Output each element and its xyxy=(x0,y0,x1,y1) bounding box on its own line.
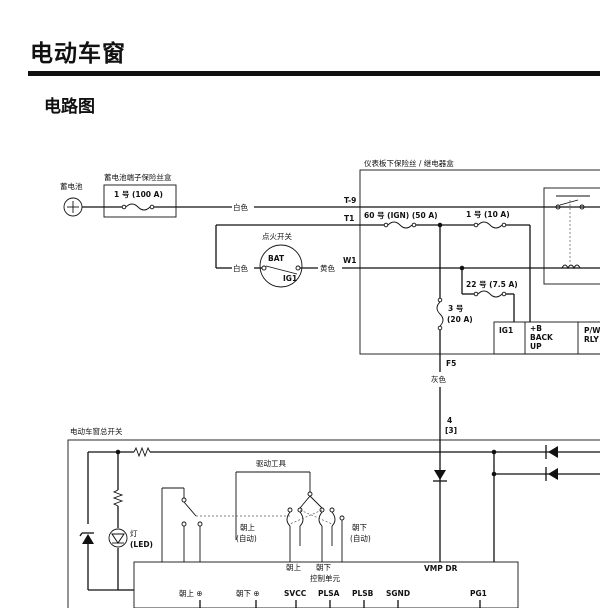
drive-tool-label: 驱动工具 xyxy=(256,458,286,468)
lamp-label-1: 灯 xyxy=(130,528,138,538)
ignition-bat-label: BAT xyxy=(268,254,285,263)
master-switch-box xyxy=(67,439,600,608)
ctrl-up-label: 朝上 xyxy=(286,563,301,572)
block-pw-2: RLY xyxy=(584,335,599,344)
terminal-f5: F5 xyxy=(446,359,456,368)
block-back-2: BACK xyxy=(530,333,554,342)
ignition-ig1-label: IG1 xyxy=(283,274,297,283)
dash-fuse-relay-box xyxy=(359,169,600,355)
control-unit xyxy=(133,561,519,608)
lamp-led-symbol xyxy=(108,528,128,548)
pin-plsb: PLSB xyxy=(352,589,374,598)
ignition-switch-label: 点火开关 xyxy=(262,231,292,241)
wire-yellow-label: 黄色 xyxy=(320,263,335,273)
fuse-1-10-symbol xyxy=(473,221,507,229)
battery-symbol xyxy=(63,197,83,217)
fuse-22-symbol xyxy=(473,290,507,298)
battery-fuse-box xyxy=(103,184,177,218)
resistor-top xyxy=(133,446,151,458)
down-auto-label-2: (自动) xyxy=(350,533,371,543)
page-subtitle: 电路图 xyxy=(44,97,95,117)
fuse-main-symbol xyxy=(121,203,155,211)
ctrl-unit-label: 控制单元 xyxy=(310,573,340,583)
vmp-dr-label: VMP DR xyxy=(424,564,458,573)
diode-symbol xyxy=(433,470,447,482)
fuse-60-label: 60 号 (IGN) (50 A) xyxy=(364,211,438,220)
terminal-t9: T-9 xyxy=(344,196,356,205)
wire-white-label-2: 白色 xyxy=(233,263,248,273)
fuse-60-symbol xyxy=(383,221,417,229)
block-back-3: UP xyxy=(530,342,542,351)
fuse-22-label: 22 号 (7.5 A) xyxy=(466,280,518,289)
terminal-t1: T1 xyxy=(344,214,354,223)
fuse-3-symbol xyxy=(436,297,444,331)
fuse-3-label-2: (20 A) xyxy=(447,315,473,324)
block-ig1: IG1 xyxy=(499,326,513,335)
pin-sgnd: SGND xyxy=(386,589,410,598)
wire-gray-label: 灰色 xyxy=(431,374,446,384)
battery-label: 蓄电池 xyxy=(60,181,83,191)
pin-up: 朝上 ⊕ xyxy=(179,589,203,598)
ctrl-down-label: 朝下 xyxy=(316,563,331,572)
diode-right-2 xyxy=(545,467,558,481)
resistor-lamp xyxy=(112,489,124,507)
wire-white-label-1: 白色 xyxy=(233,202,248,212)
down-auto-label-1: 朝下 xyxy=(352,523,367,532)
master-switch-label: 电动车窗总开关 xyxy=(70,426,123,436)
block-pw-1: P/W xyxy=(584,326,600,335)
lamp-label-2: (LED) xyxy=(130,540,153,549)
pin-plsa: PLSA xyxy=(318,589,340,598)
control-block xyxy=(493,321,600,355)
pin-svcc: SVCC xyxy=(284,589,307,598)
block-back-1: +B xyxy=(530,324,542,333)
ignition-switch xyxy=(259,244,303,288)
relay-coil xyxy=(561,264,581,270)
fuse-main-label: 1 号 (100 A) xyxy=(114,190,163,199)
zener-diode xyxy=(79,532,94,544)
fuse-1-10-label: 1 号 (10 A) xyxy=(466,210,510,219)
terminal-w1: W1 xyxy=(343,256,357,265)
up-auto-label-1: 朝上 xyxy=(240,523,255,532)
pin-pg1: PG1 xyxy=(470,589,487,598)
connector-label-2: [3] xyxy=(445,426,457,435)
diode-right-1 xyxy=(545,445,558,459)
up-auto-label-2: (自动) xyxy=(236,533,257,543)
fuse-3-label-1: 3 号 xyxy=(448,304,464,313)
title-rule xyxy=(28,71,600,76)
pin-down: 朝下 ⊕ xyxy=(236,589,260,598)
connector-label-1: 4 xyxy=(447,416,452,425)
relay-box xyxy=(543,187,600,285)
page-title: 电动车窗 xyxy=(30,41,126,67)
battery-fuse-box-label: 蓄电池端子保险丝盒 xyxy=(104,172,172,182)
dash-box-label: 仪表板下保险丝 / 继电器盒 xyxy=(364,158,454,168)
